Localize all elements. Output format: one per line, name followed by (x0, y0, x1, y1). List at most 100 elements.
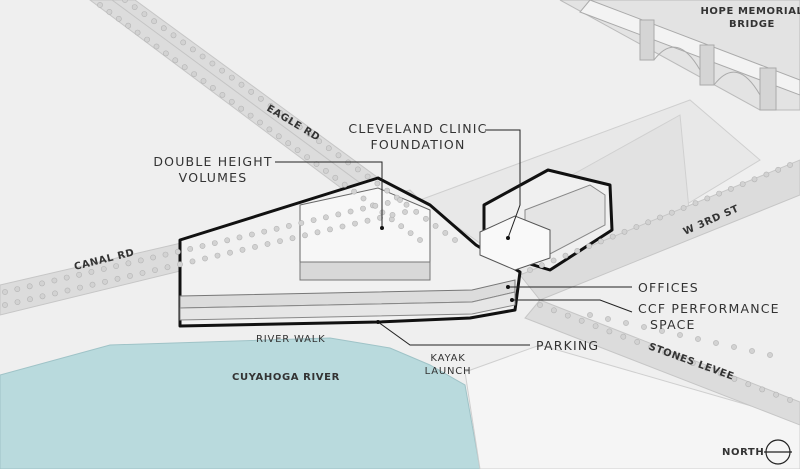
kayak-label-line2: LAUNCH (425, 366, 472, 377)
tree (287, 117, 293, 123)
tree (14, 286, 21, 292)
tree (703, 365, 710, 372)
tree (432, 222, 439, 229)
tree (141, 11, 148, 17)
tree (397, 197, 403, 203)
tree (704, 195, 711, 202)
tree (609, 233, 616, 240)
tree (209, 60, 216, 67)
tree (298, 220, 305, 226)
tree (239, 246, 246, 253)
tree (623, 320, 629, 326)
tree (763, 171, 770, 178)
tree (717, 370, 724, 377)
kayak-label-line1: KAYAK (430, 353, 465, 364)
tree (275, 133, 282, 140)
tree (247, 112, 254, 119)
tree (2, 302, 8, 308)
tree (676, 354, 682, 361)
double-height-volume (299, 187, 431, 281)
tree (634, 338, 641, 345)
tree (131, 4, 138, 10)
tree (200, 78, 207, 84)
double-height-callout-line1: DOUBLE HEIGHT (153, 154, 272, 169)
tree (187, 245, 194, 252)
tree (181, 64, 188, 71)
tree (713, 340, 719, 346)
north-label: NORTH (722, 447, 764, 458)
stones-levee (524, 299, 800, 426)
tree (238, 105, 245, 112)
tree (578, 317, 585, 324)
tree (306, 131, 313, 137)
tree (261, 228, 268, 235)
tree (586, 243, 592, 249)
tree (422, 215, 429, 222)
cuyahoga-river-water (0, 337, 481, 469)
tree (285, 222, 292, 229)
tree (417, 237, 423, 243)
hope-memorial-bridge (559, 0, 800, 111)
tree (316, 138, 322, 145)
tree (248, 88, 255, 95)
tree (322, 214, 329, 221)
tree (313, 161, 320, 167)
tree (162, 50, 169, 57)
tree (574, 247, 581, 254)
tree (228, 74, 235, 81)
tree (347, 208, 354, 215)
tree (745, 381, 752, 388)
tree (39, 280, 45, 287)
right-bank (464, 344, 800, 469)
tree (100, 266, 107, 272)
tree (89, 281, 96, 288)
tree (102, 278, 108, 285)
tree (551, 307, 557, 314)
tree (360, 195, 367, 202)
tree (211, 240, 218, 246)
tree (137, 257, 144, 264)
tree (314, 229, 321, 236)
tree (587, 312, 593, 318)
tree (122, 0, 128, 3)
tree (214, 252, 221, 259)
tree (310, 217, 317, 223)
tree (452, 237, 458, 243)
tree (325, 145, 332, 152)
tree (403, 201, 410, 208)
tree (219, 67, 225, 74)
tree (189, 46, 196, 53)
tree (267, 103, 274, 109)
tree (787, 397, 793, 403)
tree (641, 324, 647, 330)
tree (692, 200, 699, 207)
tree (339, 223, 346, 230)
ccf-callout-line2: SPACE (650, 317, 696, 332)
tree (52, 290, 58, 297)
tree (51, 277, 58, 284)
tree (620, 333, 627, 340)
tree (153, 43, 160, 50)
tree (257, 95, 264, 102)
tree (621, 228, 628, 235)
tree (332, 174, 339, 181)
tree (751, 176, 758, 183)
tree (384, 199, 391, 206)
tree (273, 225, 280, 232)
tree (248, 231, 255, 238)
tree (150, 254, 156, 261)
tree (125, 260, 132, 267)
tree (76, 271, 82, 278)
tree (191, 71, 197, 77)
tree (739, 181, 746, 187)
river-walk-label: RIVER WALK (256, 334, 326, 345)
tree (236, 234, 243, 241)
tree (257, 119, 263, 126)
tree (728, 185, 734, 192)
tree (335, 152, 342, 159)
tree (127, 272, 133, 279)
tree (633, 224, 640, 230)
tree (442, 229, 449, 236)
tree (327, 226, 333, 233)
